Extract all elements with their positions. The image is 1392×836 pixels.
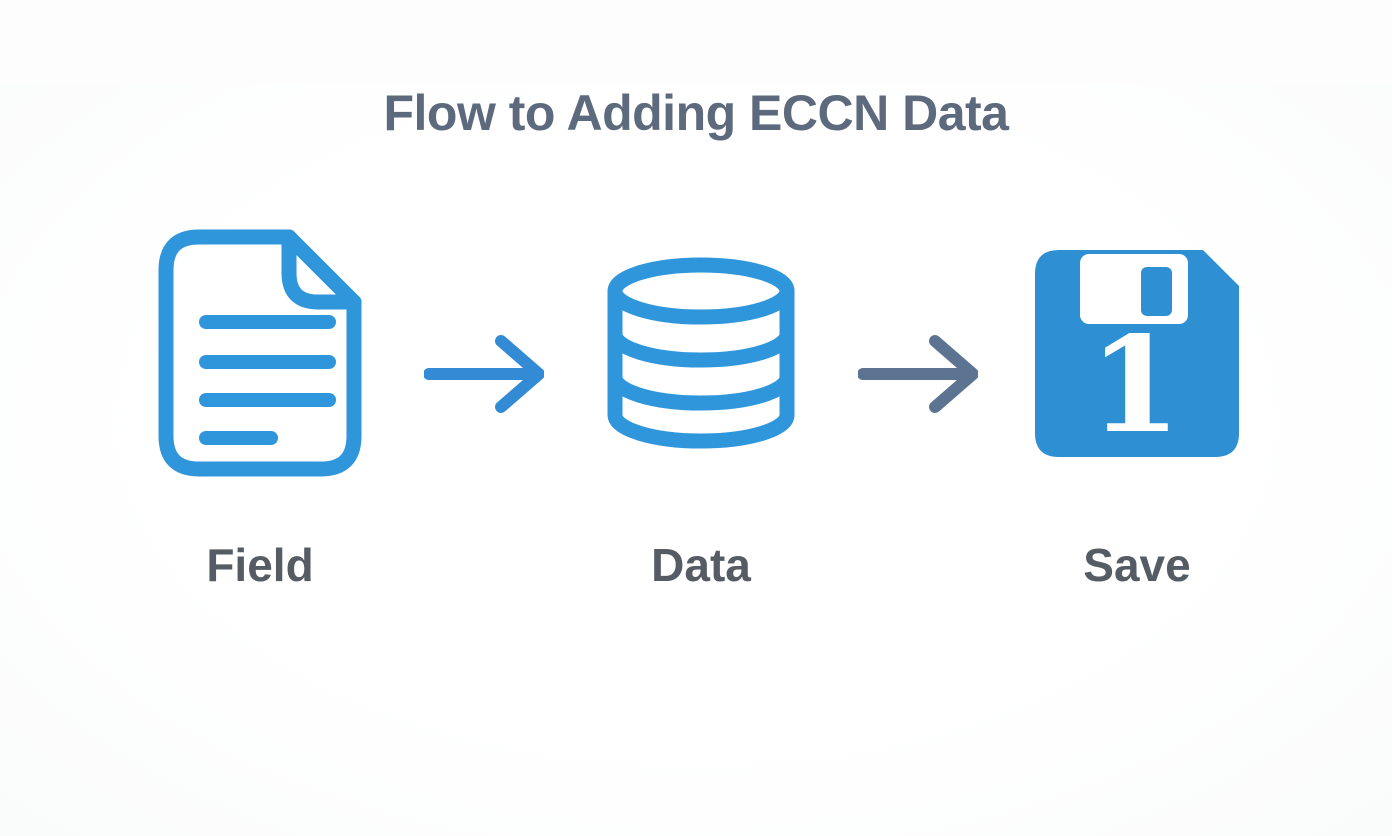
- step-label-data: Data: [651, 539, 751, 591]
- diagram-canvas: Flow to Adding ECCN Data Field: [0, 84, 1392, 836]
- step-save: 1 Save: [1035, 228, 1239, 592]
- database-icon: [607, 257, 795, 449]
- flow-row: Field Data: [0, 228, 1392, 592]
- arrow-right-icon: [858, 335, 978, 413]
- step-label-save: Save: [1083, 539, 1191, 591]
- step-data-icon-area: [601, 228, 801, 478]
- diagram-title: Flow to Adding ECCN Data: [383, 85, 1010, 141]
- step-data: Data: [601, 228, 801, 592]
- step-field: Field: [153, 228, 367, 592]
- floppy-disk-icon: 1: [1035, 249, 1239, 457]
- step-save-icon-area: 1: [1035, 228, 1239, 478]
- arrow-right-icon: [424, 335, 544, 413]
- step-label-field: Field: [206, 539, 314, 591]
- document-icon: [158, 229, 362, 477]
- floppy-digit: 1: [1089, 308, 1181, 457]
- step-field-icon-area: [153, 228, 367, 478]
